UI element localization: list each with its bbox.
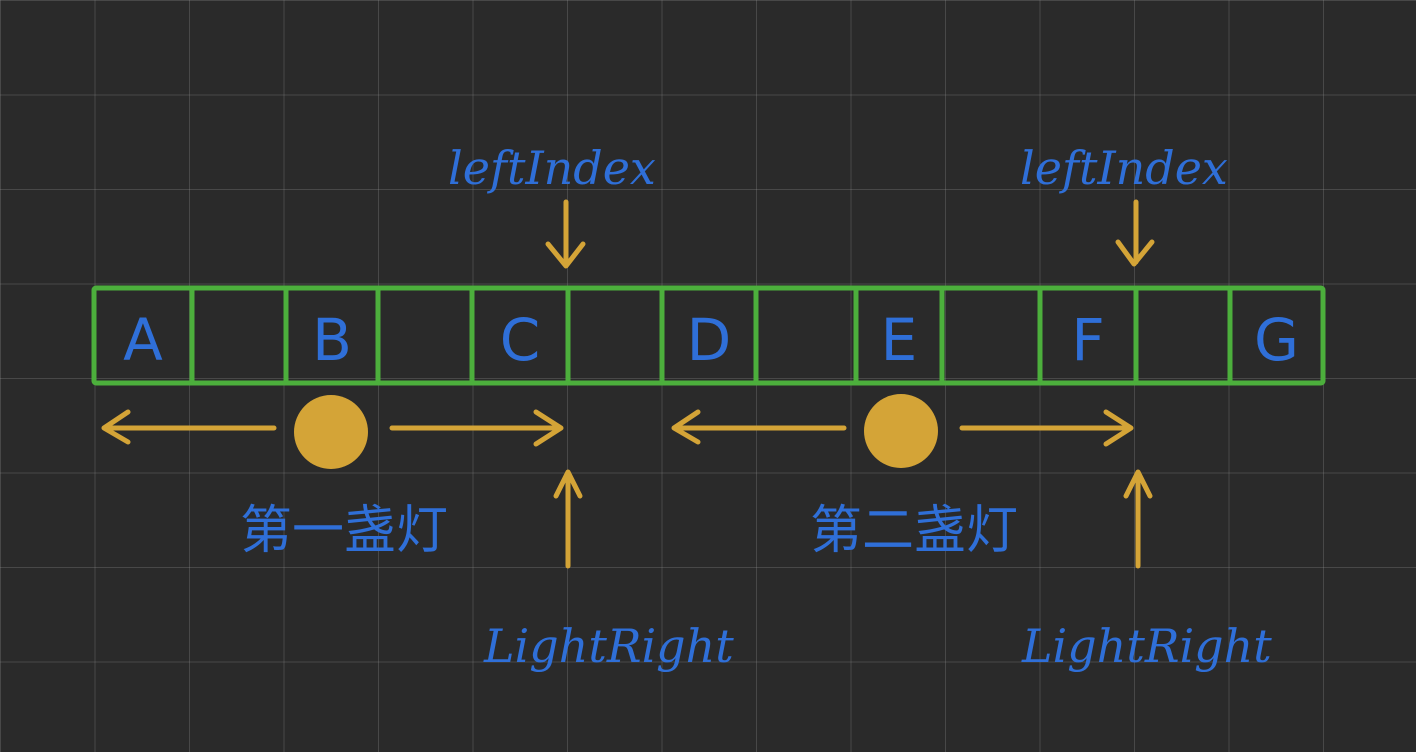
group-first-lamp: leftIndex 第一盏灯 LightRight — [101, 141, 734, 673]
cell-label-d: D — [687, 306, 732, 374]
cell-label-b: B — [312, 306, 352, 374]
light-right-arrow — [553, 469, 583, 569]
cell-labels: A B C D E F G — [123, 306, 1299, 374]
left-index-label: leftIndex — [1020, 141, 1228, 195]
cell-label-g: G — [1254, 306, 1299, 374]
cell-label-c: C — [500, 306, 541, 374]
cell-label-e: E — [881, 306, 918, 374]
array-row: A B C D E F G — [91, 285, 1326, 386]
array-outline — [91, 285, 1326, 386]
arrow-right — [959, 409, 1134, 447]
arrow-right — [389, 409, 564, 447]
cell-label-f: F — [1071, 306, 1104, 374]
arrow-left — [671, 409, 847, 445]
light-right-label: LightRight — [1021, 619, 1272, 673]
light-right-label: LightRight — [483, 619, 734, 673]
lamp-label: 第二盏灯 — [810, 501, 1018, 561]
group-second-lamp: leftIndex 第二盏灯 LightRight — [671, 141, 1272, 673]
left-index-arrow — [545, 199, 586, 269]
cell-label-a: A — [123, 306, 163, 374]
light-right-arrow — [1123, 469, 1153, 569]
lamp-circle — [294, 395, 368, 469]
cell-dividers — [189, 288, 1233, 383]
left-index-label: leftIndex — [448, 141, 656, 195]
arrow-left — [101, 409, 277, 445]
lamp-label: 第一盏灯 — [240, 501, 448, 561]
lamp-circle — [864, 394, 938, 468]
left-index-arrow — [1115, 199, 1155, 267]
